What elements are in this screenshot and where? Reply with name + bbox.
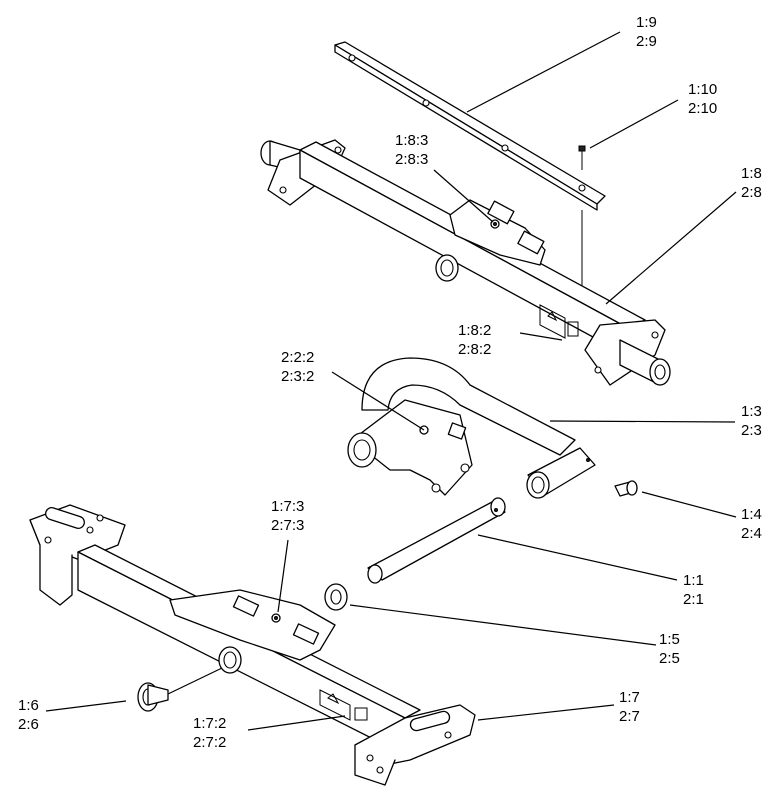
callout-7: 1:7 2:7 [619,689,640,725]
leader-5 [349,604,657,646]
callout-5-line2: 2:5 [659,650,680,667]
callout-7-2-line1: 1:7:2 [193,715,226,732]
leader-83 [433,169,494,223]
callout-7-3-line1: 1:7:3 [271,498,304,515]
bolt-part [614,480,638,497]
callout-1-line1: 1:1 [683,572,704,589]
callout-8-2: 1:8:2 2:8:2 [458,322,491,358]
hitch-pin-part [137,682,169,712]
upper-beam-part [260,139,671,386]
leader-1 [477,534,678,581]
lower-frame-part [29,504,476,786]
callout-9-line2: 2:9 [636,33,657,50]
callout-5: 1:5 2:5 [659,631,680,667]
callout-8-3: 1:8:3 2:8:3 [395,132,428,168]
callout-6-line2: 2:6 [18,716,39,733]
leader-9 [466,31,621,113]
callout-1: 1:1 2:1 [683,572,704,608]
lower-nut-part [271,613,281,623]
callout-8-line1: 1:8 [741,165,762,182]
callout-2-2-2: 2:2:2 2:3:2 [281,349,314,385]
leader-82 [519,332,563,341]
callout-3-line2: 2:3 [741,422,762,439]
callout-7-3-line2: 2:7:3 [271,517,304,534]
callout-1-line2: 2:1 [683,591,704,608]
leader-lines [45,31,737,731]
callout-9: 1:9 2:9 [636,14,657,50]
strap-bar-part [334,41,606,211]
callout-7-2-line2: 2:7:2 [193,734,226,751]
leader-22 [331,371,425,431]
leader-72 [247,715,346,731]
callout-8-2-line1: 1:8:2 [458,322,491,339]
callout-10: 1:10 2:10 [688,81,717,117]
leader-6b [167,667,223,695]
callout-7-line2: 2:7 [619,708,640,725]
callout-6-line1: 1:6 [18,697,39,714]
leader-3 [549,420,736,423]
callout-3-line1: 1:3 [741,403,762,420]
leader-7 [477,704,615,721]
callout-2-2-2-line2: 2:3:2 [281,368,314,385]
leader-4 [641,491,737,518]
callout-10-line1: 1:10 [688,81,717,98]
pivot-shaft-part [367,497,506,584]
pivot-arm-part [347,357,596,499]
callout-6: 1:6 2:6 [18,697,39,733]
leader-6 [45,700,127,712]
callout-8-2-line2: 2:8:2 [458,341,491,358]
callout-8-line2: 2:8 [741,184,762,201]
callout-7-line1: 1:7 [619,689,640,706]
callout-3: 1:3 2:3 [741,403,762,439]
callout-7-2: 1:7:2 2:7:2 [193,715,226,751]
callout-8: 1:8 2:8 [741,165,762,201]
callout-9-line1: 1:9 [636,14,657,31]
callout-2-2-2-line1: 2:2:2 [281,349,314,366]
callout-5-line1: 1:5 [659,631,680,648]
callout-4-line2: 2:4 [741,525,762,542]
leader-8 [605,191,737,305]
washer-part [324,583,348,611]
leader-10 [589,99,679,149]
small-screw-part [578,145,586,305]
callout-7-3: 1:7:3 2:7:3 [271,498,304,534]
callout-10-line2: 2:10 [688,100,717,117]
leader-73 [277,539,289,613]
callout-4-line1: 1:4 [741,506,762,523]
callout-8-3-line2: 2:8:3 [395,151,428,168]
callout-8-3-line1: 1:8:3 [395,132,428,149]
callout-4: 1:4 2:4 [741,506,762,542]
